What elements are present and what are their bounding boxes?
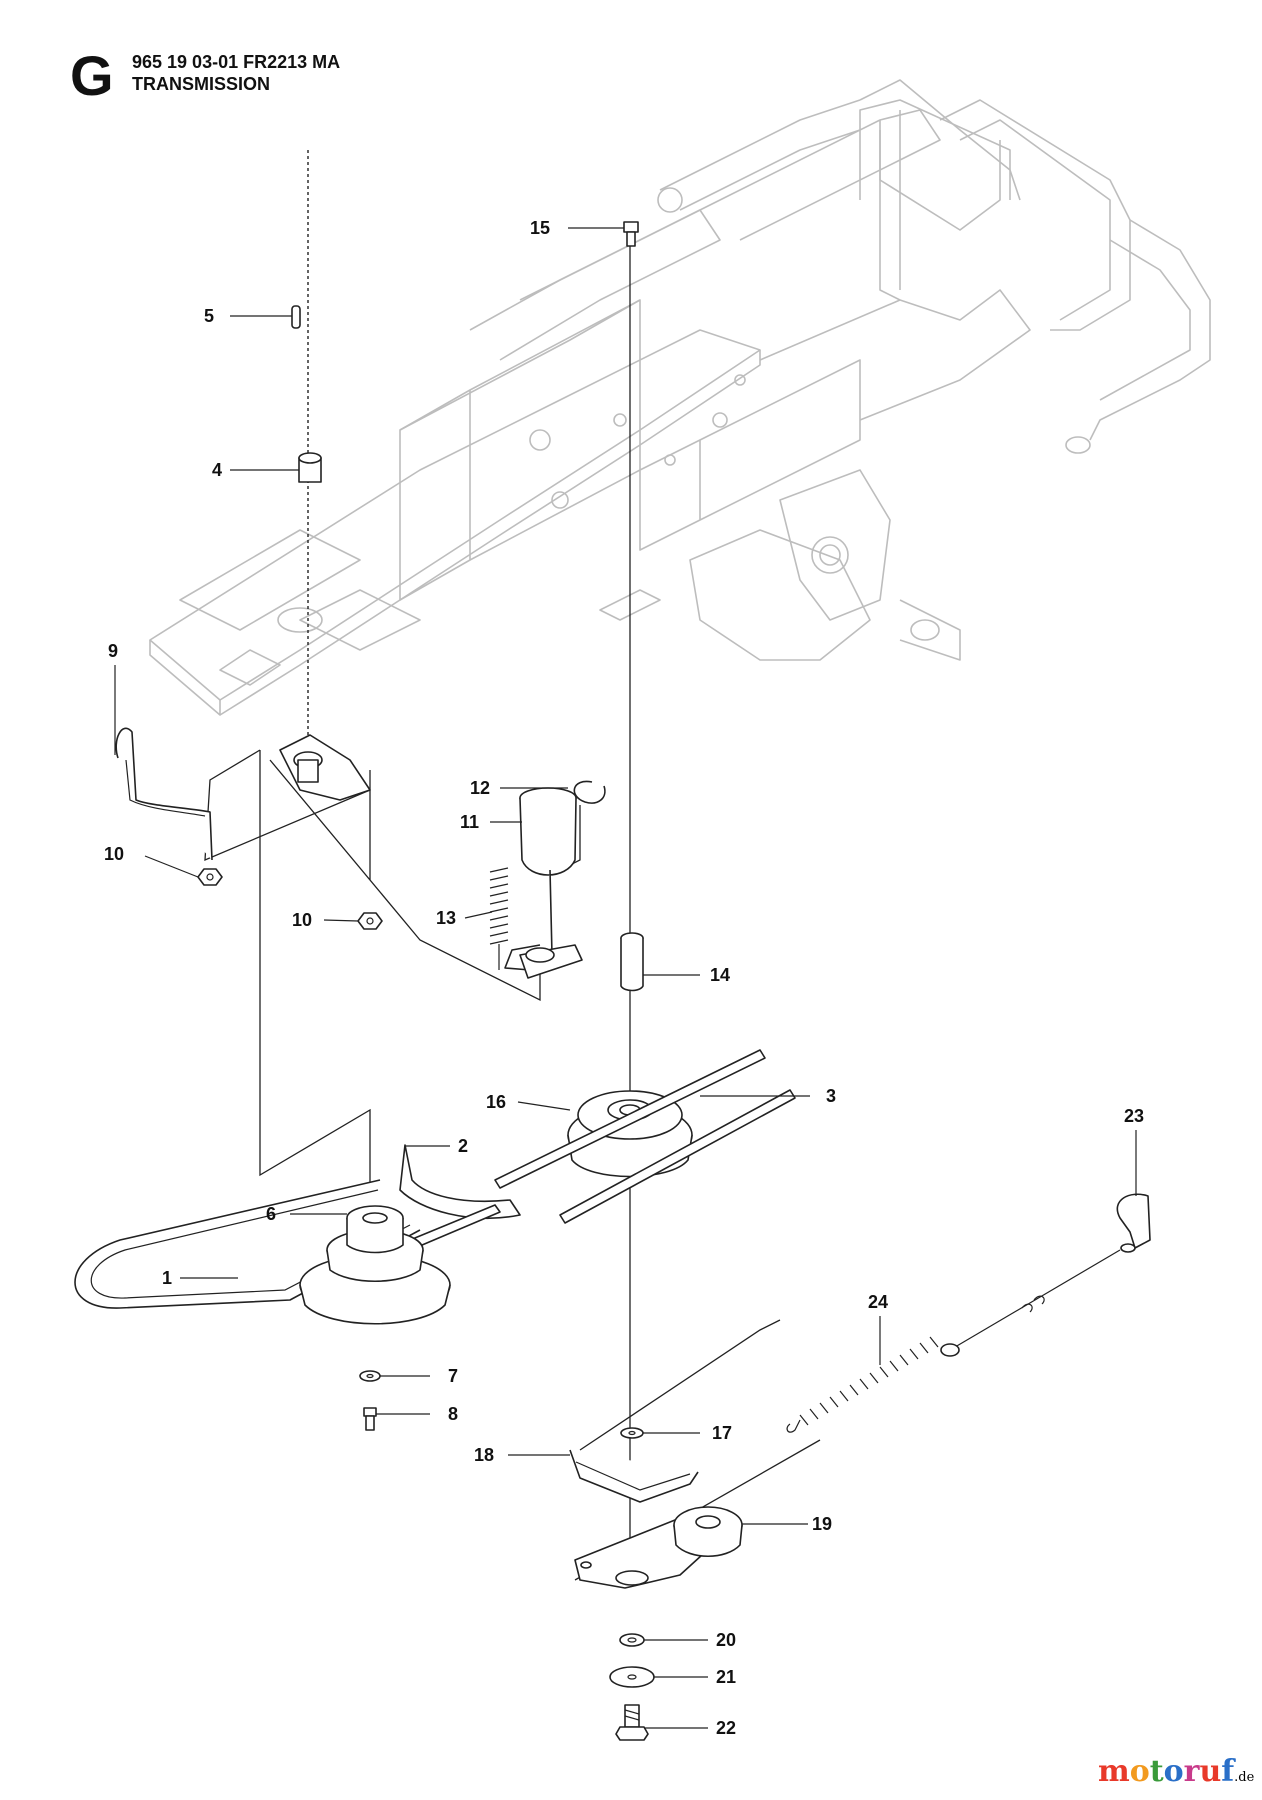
callout-3: 3 xyxy=(826,1086,836,1106)
watermark-letter: f xyxy=(1221,1754,1235,1789)
watermark-letter: o xyxy=(1163,1754,1184,1789)
callout-10b: 10 xyxy=(292,910,312,930)
callout-9: 9 xyxy=(108,641,118,661)
cable-hook-part-23 xyxy=(1116,1193,1151,1253)
callout-5: 5 xyxy=(204,306,214,326)
plate-part-18 xyxy=(569,1449,699,1503)
callout-13: 13 xyxy=(436,908,456,928)
callout-2: 2 xyxy=(458,1136,468,1156)
callout-7: 7 xyxy=(448,1366,458,1386)
watermark-text: motoruf xyxy=(1098,1754,1234,1789)
watermark-letter: m xyxy=(1098,1754,1130,1789)
callout-21: 21 xyxy=(716,1667,736,1687)
pulley-part-6 xyxy=(299,1205,451,1325)
callout-1: 1 xyxy=(162,1268,172,1288)
e-clip-part-12 xyxy=(573,780,606,804)
washer-part-17 xyxy=(620,1427,644,1439)
washer-part-7 xyxy=(359,1370,381,1382)
bolt-part-22 xyxy=(615,1704,649,1741)
callout-17: 17 xyxy=(712,1423,732,1443)
callout-12: 12 xyxy=(470,778,490,798)
callout-11: 11 xyxy=(460,812,479,832)
callout-15: 15 xyxy=(530,218,550,238)
callout-18: 18 xyxy=(474,1445,494,1465)
spacer-part-14 xyxy=(620,932,644,992)
diagram-header: G 965 19 03-01 FR2213 MA TRANSMISSION xyxy=(70,48,490,108)
callout-labels: 15 5 4 9 10 10 12 11 13 14 16 3 2 6 1 7 … xyxy=(104,218,1144,1738)
callout-10a: 10 xyxy=(104,844,124,864)
watermark-letter: t xyxy=(1149,1754,1164,1789)
watermark-letter: u xyxy=(1199,1754,1222,1789)
section-letter: G xyxy=(70,44,114,107)
bolt-part-15 xyxy=(623,221,639,247)
bolt-part-8 xyxy=(363,1407,377,1431)
callout-8: 8 xyxy=(448,1404,458,1424)
washer-part-21 xyxy=(609,1666,655,1688)
spring-cable-part-24 xyxy=(786,1249,1121,1433)
callout-4: 4 xyxy=(212,460,222,480)
watermark-letter: o xyxy=(1129,1754,1150,1789)
nut-part-10b xyxy=(357,912,383,930)
pin-part-5 xyxy=(291,305,301,329)
callout-23: 23 xyxy=(1124,1106,1144,1126)
idler-arm-part-11 xyxy=(504,787,583,979)
leader-lines xyxy=(114,227,1137,1729)
callout-24: 24 xyxy=(868,1292,888,1312)
washer-part-20 xyxy=(619,1633,645,1647)
pivot-bracket xyxy=(279,734,371,801)
callout-20: 20 xyxy=(716,1630,736,1650)
bushing-part-4 xyxy=(298,452,322,483)
chassis-frame xyxy=(149,79,1211,716)
callout-14: 14 xyxy=(710,965,730,985)
callout-6: 6 xyxy=(266,1204,276,1224)
belt-part-3 xyxy=(494,1049,796,1224)
callout-16: 16 xyxy=(486,1092,506,1112)
assembly-axes xyxy=(204,150,821,1581)
nut-part-10a xyxy=(197,868,223,886)
site-watermark: motoruf.de xyxy=(1098,1754,1254,1789)
bracket-rod-part-9 xyxy=(115,727,213,861)
watermark-suffix: .de xyxy=(1234,1770,1255,1785)
watermark-letter: r xyxy=(1183,1754,1200,1789)
document-code: 965 19 03-01 FR2213 MA xyxy=(132,52,341,72)
callout-19: 19 xyxy=(812,1514,832,1534)
diagram-title: TRANSMISSION xyxy=(132,74,271,94)
callout-22: 22 xyxy=(716,1718,736,1738)
spring-part-13 xyxy=(489,867,509,970)
belt-part-2 xyxy=(399,1144,521,1249)
idler-bracket-part-19 xyxy=(574,1506,743,1589)
